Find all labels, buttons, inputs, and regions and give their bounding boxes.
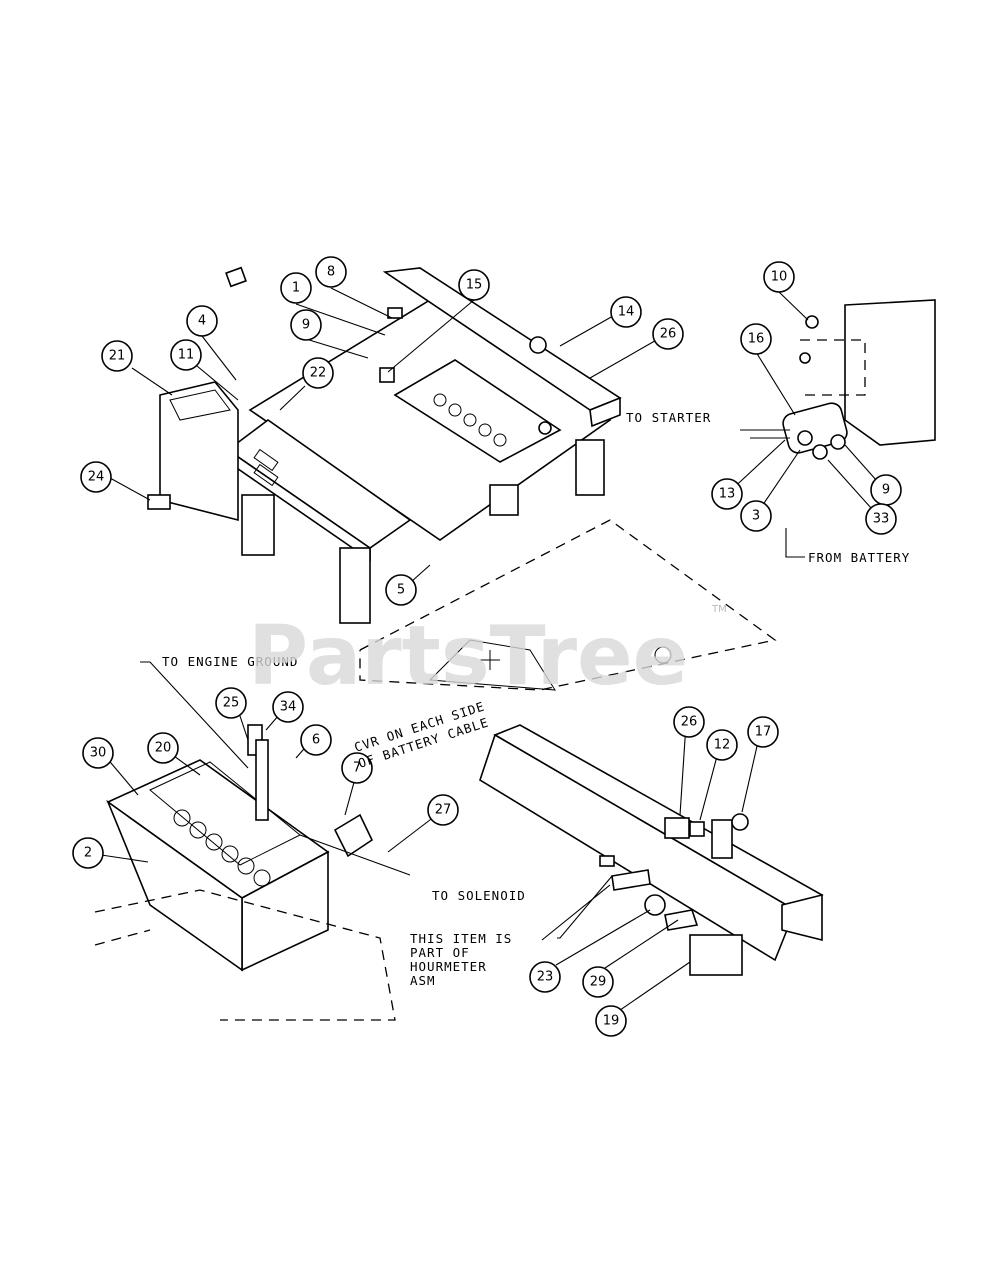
- callout-13[interactable]: 13: [711, 478, 743, 510]
- callout-26b[interactable]: 26: [673, 706, 705, 738]
- note-hourmeter-line3: HOURMETER: [410, 959, 487, 974]
- callout-label: 4: [198, 314, 206, 329]
- callout-8[interactable]: 8: [315, 256, 347, 288]
- callout-19[interactable]: 19: [595, 1005, 627, 1037]
- callout-label: 1: [292, 281, 300, 296]
- callout-10[interactable]: 10: [763, 261, 795, 293]
- callout-12[interactable]: 12: [706, 729, 738, 761]
- note-to-solenoid: TO SOLENOID: [432, 888, 526, 903]
- callout-9b[interactable]: 9: [870, 474, 902, 506]
- callout-label: 12: [714, 738, 731, 753]
- callout-1[interactable]: 1: [280, 272, 312, 304]
- solenoid-assembly: [740, 299, 936, 460]
- callout-label: 15: [466, 278, 483, 293]
- note-hourmeter-line2: PART OF: [410, 945, 470, 960]
- callout-label: 14: [618, 305, 635, 320]
- callout-9[interactable]: 9: [290, 309, 322, 341]
- callout-27[interactable]: 27: [427, 794, 459, 826]
- callout-30[interactable]: 30: [82, 737, 114, 769]
- callout-label: 26: [681, 715, 698, 730]
- dash-panel-assembly: [479, 724, 824, 976]
- callout-label: 8: [327, 265, 335, 280]
- note-to-starter: TO STARTER: [626, 410, 711, 425]
- callout-label: 34: [280, 700, 297, 715]
- callout-label: 10: [771, 270, 788, 285]
- watermark-trademark: TM: [711, 604, 727, 615]
- callout-label: 7: [353, 761, 361, 776]
- callout-22[interactable]: 22: [302, 357, 334, 389]
- callout-26[interactable]: 26: [652, 318, 684, 350]
- callouts: 1 4 8 9 15 14 26 21 11 22 24 5 10 16 13 …: [72, 256, 902, 1037]
- callout-label: 30: [90, 746, 107, 761]
- callout-label: 26: [660, 327, 677, 342]
- note-from-battery: FROM BATTERY: [808, 550, 910, 565]
- callout-label: 9: [302, 318, 310, 333]
- callout-label: 21: [109, 349, 126, 364]
- callout-label: 20: [155, 741, 172, 756]
- callout-29[interactable]: 29: [582, 966, 614, 998]
- callout-7[interactable]: 7: [341, 752, 373, 784]
- callout-33[interactable]: 33: [865, 503, 897, 535]
- callout-17[interactable]: 17: [747, 716, 779, 748]
- callout-label: 9: [882, 483, 890, 498]
- battery-tray-assembly: [94, 724, 411, 1021]
- callout-label: 6: [312, 733, 320, 748]
- watermark-logo: PartsTree: [248, 609, 688, 704]
- callout-label: 25: [223, 696, 240, 711]
- frame-assembly: [147, 266, 777, 691]
- callout-11[interactable]: 11: [170, 339, 202, 371]
- note-hourmeter-line1: THIS ITEM IS: [410, 931, 512, 946]
- note-hourmeter-line4: ASM: [410, 973, 436, 988]
- callout-24[interactable]: 24: [80, 461, 112, 493]
- callout-3[interactable]: 3: [740, 500, 772, 532]
- callout-label: 33: [873, 512, 890, 527]
- callout-label: 19: [603, 1014, 620, 1029]
- callout-25[interactable]: 25: [215, 687, 247, 719]
- callout-15[interactable]: 15: [458, 269, 490, 301]
- callout-label: 5: [397, 583, 405, 598]
- callout-label: 3: [752, 509, 760, 524]
- callout-14[interactable]: 14: [610, 296, 642, 328]
- callout-label: 16: [748, 332, 765, 347]
- callout-label: 23: [537, 970, 554, 985]
- callout-20[interactable]: 20: [147, 732, 179, 764]
- callout-label: 29: [590, 975, 607, 990]
- callout-label: 17: [755, 725, 772, 740]
- callout-label: 24: [88, 470, 105, 485]
- callout-label: 22: [310, 366, 327, 381]
- callout-5[interactable]: 5: [385, 574, 417, 606]
- callout-4[interactable]: 4: [186, 305, 218, 337]
- callout-label: 27: [435, 803, 452, 818]
- callout-34[interactable]: 34: [272, 691, 304, 723]
- callout-21[interactable]: 21: [101, 340, 133, 372]
- callout-label: 13: [719, 487, 736, 502]
- note-to-engine-ground: TO ENGINE GROUND: [162, 654, 298, 669]
- callout-label: 11: [178, 348, 195, 363]
- callout-2[interactable]: 2: [72, 837, 104, 869]
- callout-label: 2: [84, 846, 92, 861]
- callout-23[interactable]: 23: [529, 961, 561, 993]
- callout-16[interactable]: 16: [740, 323, 772, 355]
- callout-6[interactable]: 6: [300, 724, 332, 756]
